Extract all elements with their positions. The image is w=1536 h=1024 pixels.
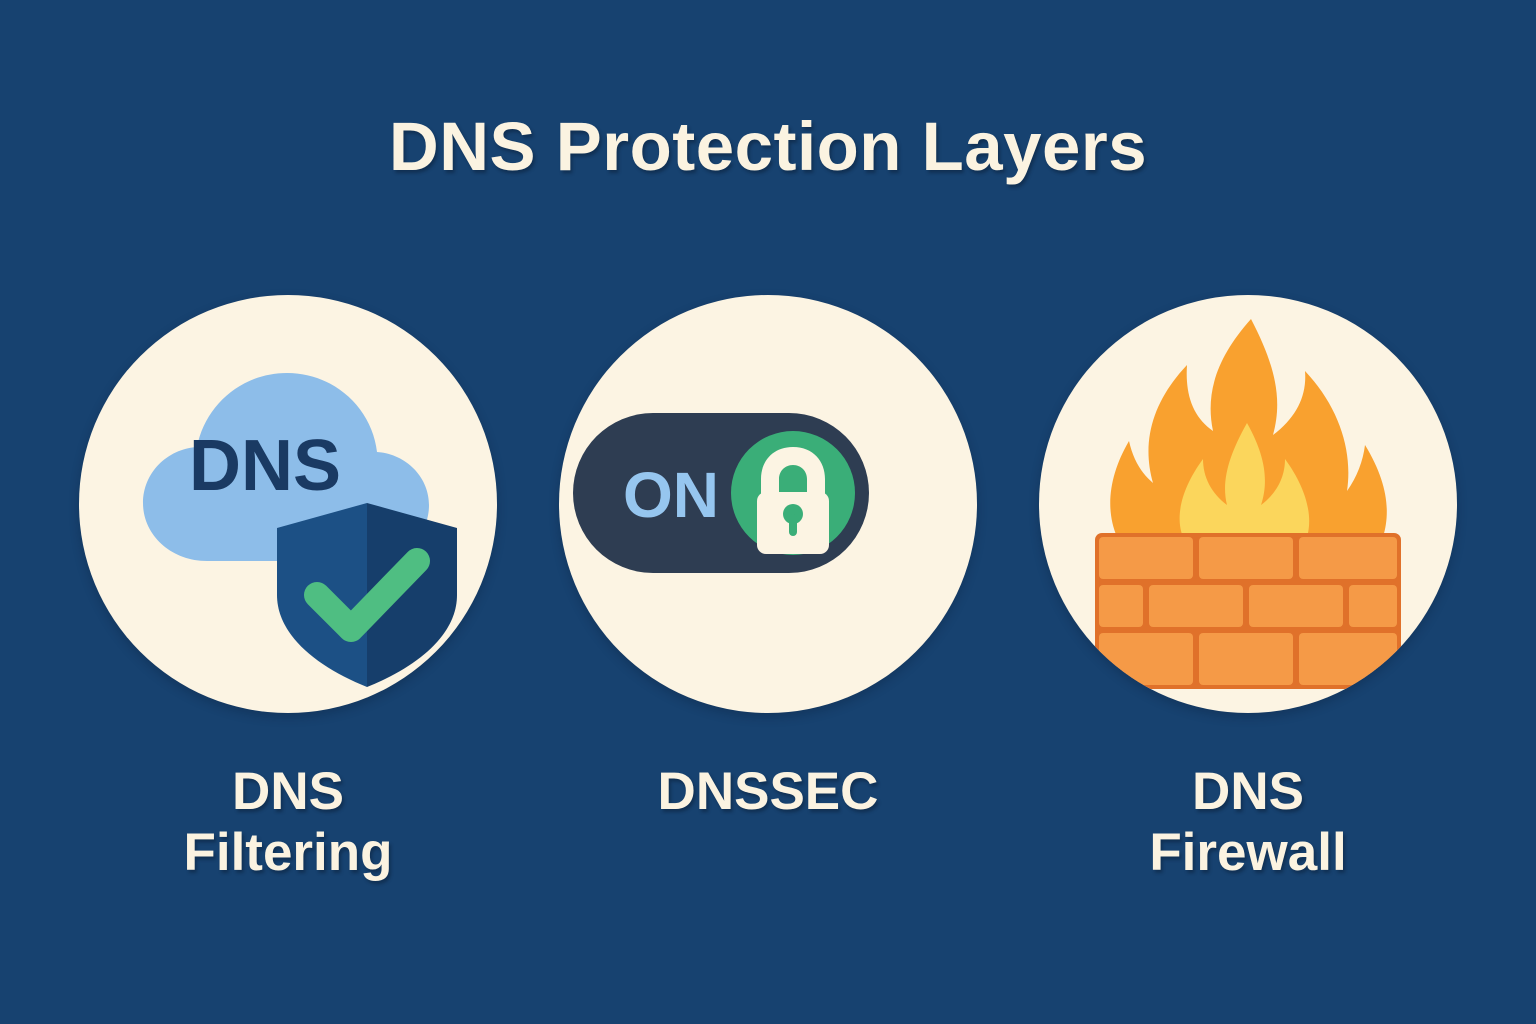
card-label-dnssec: DNSSEC [657, 762, 879, 821]
brick-wall-shape [1095, 533, 1401, 689]
cloud-shield-check-icon: DNS [143, 373, 457, 687]
firewall-brick-flame-icon [1095, 319, 1401, 689]
card-dns-firewall[interactable]: DNS Firewall [1039, 295, 1457, 884]
cloud-label-dns: DNS [189, 426, 341, 506]
toggle-on-label: ON [623, 459, 719, 531]
badge-dnssec: ON [559, 295, 977, 713]
card-label-dns-filtering: DNS Filtering [183, 762, 393, 883]
flame-shape [1110, 319, 1387, 537]
card-dns-filtering[interactable]: DNS DNS Filtering [79, 295, 497, 884]
lock-icon [757, 447, 829, 554]
card-dnssec[interactable]: ON DNSSEC [559, 295, 977, 822]
protection-layers-row: DNS DNS Filtering ON [0, 295, 1536, 935]
toggle-on-lock-icon[interactable]: ON [559, 295, 977, 713]
page-title: DNS Protection Layers [388, 108, 1148, 185]
card-label-dns-firewall: DNS Firewall [1149, 762, 1347, 883]
check-icon [304, 548, 430, 642]
badge-dns-firewall [1039, 295, 1457, 713]
badge-dns-filtering: DNS [79, 295, 497, 713]
